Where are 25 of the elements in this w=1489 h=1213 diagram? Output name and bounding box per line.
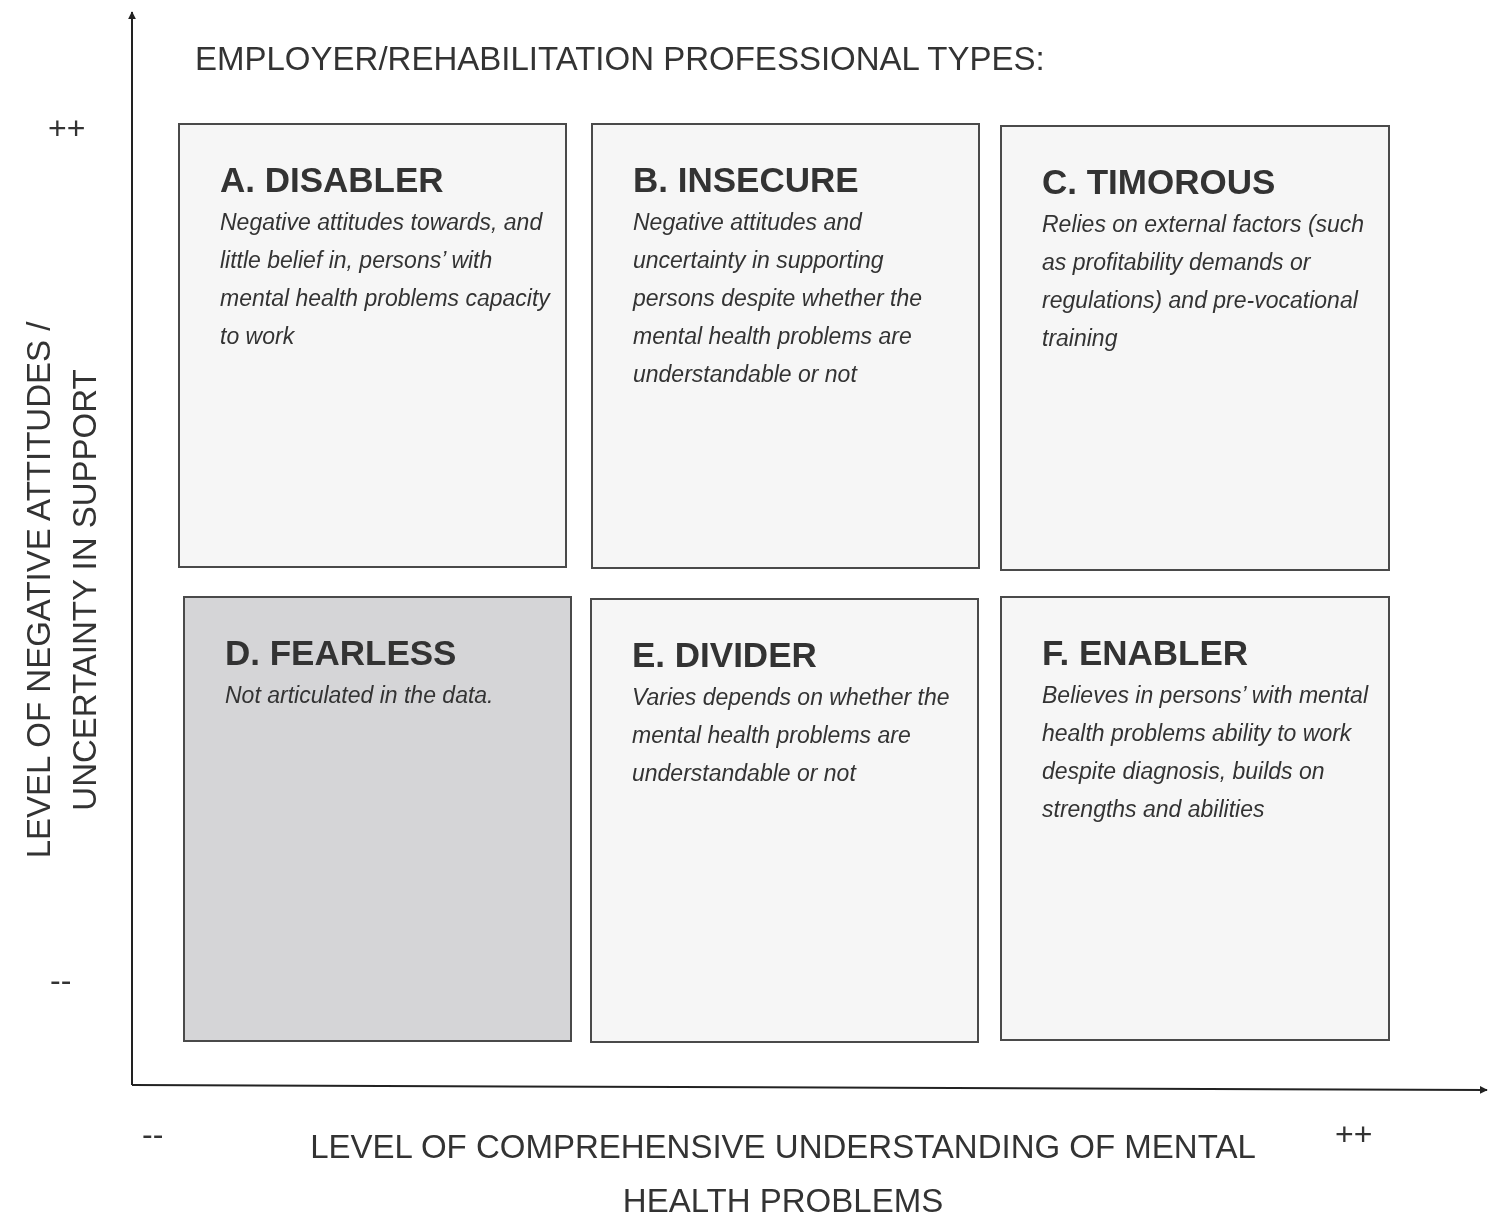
- type-heading: D. FEARLESS: [225, 632, 457, 674]
- y-axis-label: LEVEL OF NEGATIVE ATTITUDES / UNCERTAINTY IN SUPPORT: [19, 320, 104, 861]
- type-description: Believes in persons’ with mental health problems ability to work despite diagnosis, builds on strengths and abilities: [1042, 681, 1370, 824]
- type-box: [591, 123, 980, 569]
- type-heading: C. TIMOROUS: [1042, 161, 1276, 203]
- axis-max-mark: ++: [1335, 1116, 1373, 1153]
- axis-max-mark: ++: [48, 110, 86, 147]
- type-box: [183, 596, 572, 1042]
- type-heading: F. ENABLER: [1042, 632, 1249, 674]
- type-description: Varies depends on whether the mental health problems are understandable or not: [632, 683, 951, 788]
- type-description: Negative attitudes and uncertainty in supporting persons despite whether the mental health problems are understandable or not: [633, 208, 923, 389]
- type-description: Relies on external factors (such as profitability demands or regulations) and pre-vocational training: [1042, 210, 1366, 353]
- type-box: [1000, 596, 1390, 1041]
- diagram-title: EMPLOYER/REHABILITATION PROFESSIONAL TYPES:: [195, 40, 1045, 78]
- axis-min-mark: --: [142, 1116, 164, 1153]
- type-heading: A. DISABLER: [220, 159, 444, 201]
- type-box: [590, 598, 979, 1043]
- type-description: Not articulated in the data.: [225, 681, 495, 710]
- x-axis-label: LEVEL OF COMPREHENSIVE UNDERSTANDING OF MENTAL HEALTH PROBLEMS: [309, 1127, 1257, 1213]
- type-box: [1000, 125, 1390, 571]
- axis-min-mark: --: [50, 962, 72, 999]
- type-description: Negative attitudes towards, and little belief in, persons’ with mental health problems capacity to work: [220, 208, 551, 351]
- type-box: [178, 123, 567, 568]
- type-heading: B. INSECURE: [633, 159, 859, 201]
- type-heading: E. DIVIDER: [632, 634, 817, 676]
